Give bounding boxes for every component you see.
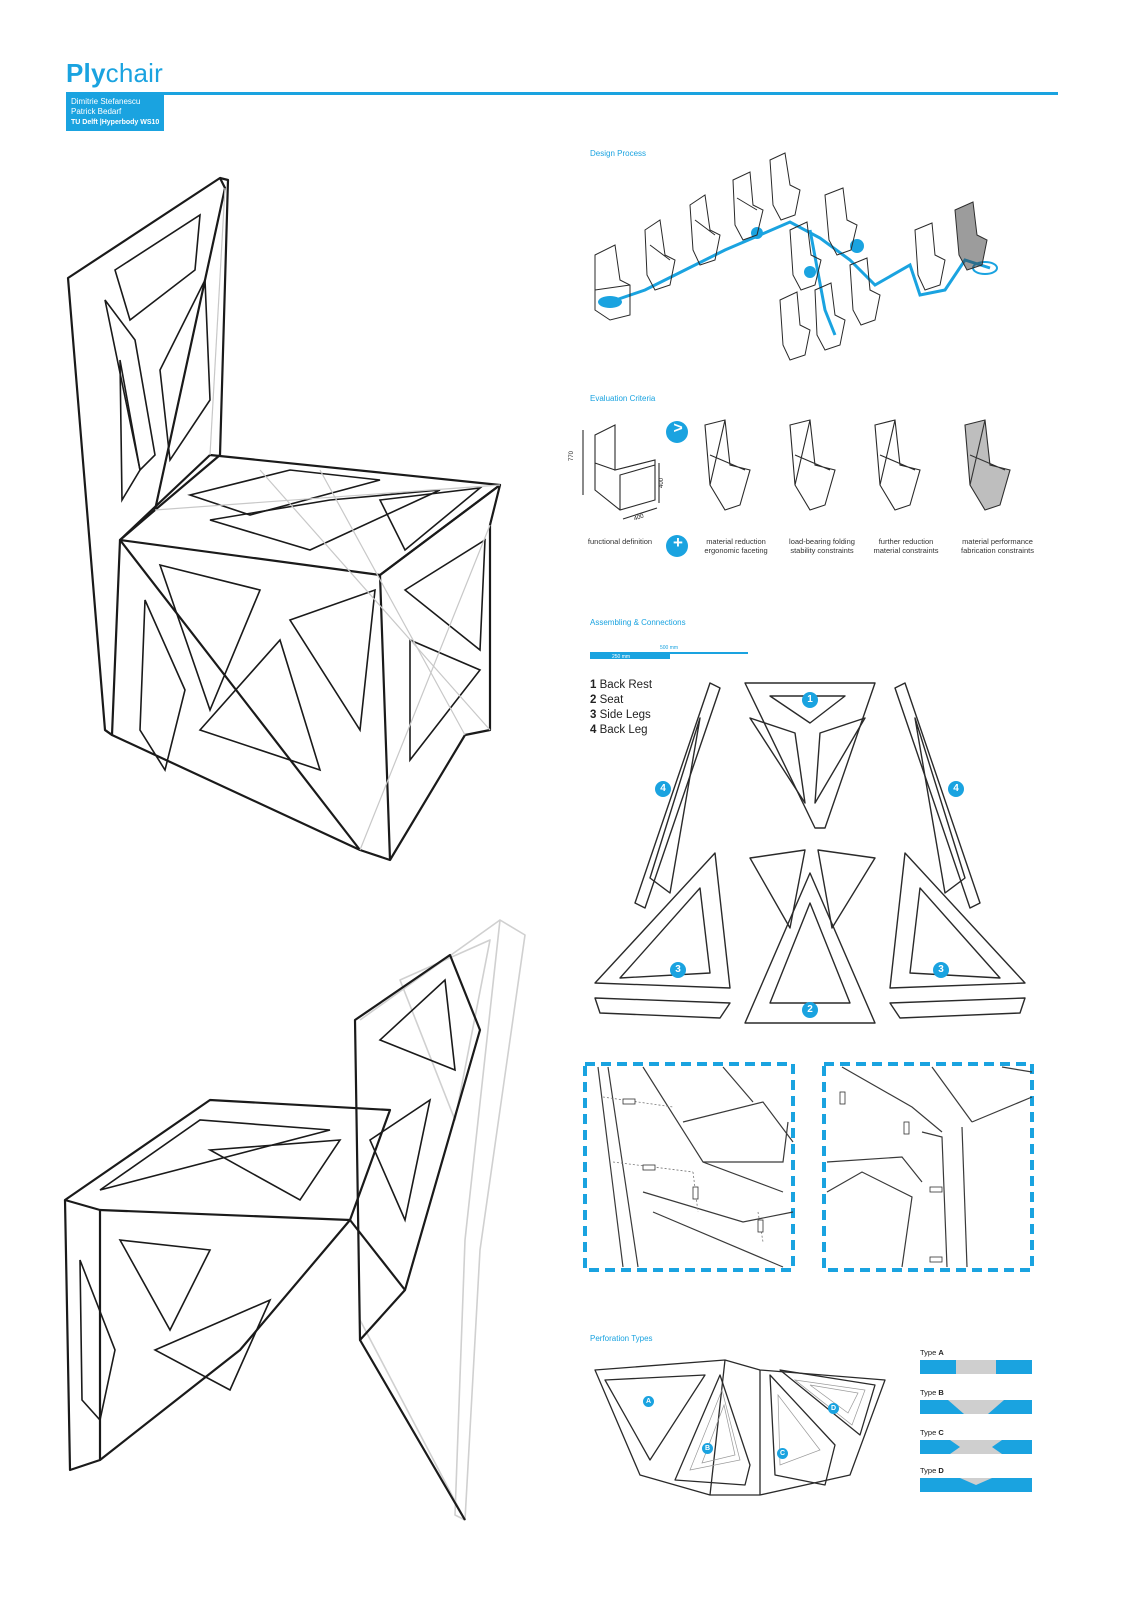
type-label-a: Type A: [920, 1348, 944, 1357]
legend-item: 3 Side Legs: [590, 709, 651, 721]
legend-item: 2 Seat: [590, 694, 624, 706]
page-title: Plychair: [66, 58, 163, 89]
type-c-swatch: [920, 1440, 1032, 1454]
caption-functional: functional definition: [587, 537, 653, 546]
type-label-d: Type D: [920, 1466, 944, 1475]
section-label-perforation: Perforation Types: [590, 1334, 653, 1343]
author-1: Dimitrie Stefanescu: [71, 97, 141, 106]
institution: TU Delft |Hyperbody WS10: [71, 119, 160, 126]
type-d: Type D: [920, 1466, 1032, 1492]
plus-icon: +: [673, 533, 683, 552]
parts-legend: 1 Back Rest 2 Seat 3 Side Legs 4 Back Le…: [590, 678, 652, 738]
zone-badge: A: [643, 1396, 654, 1407]
part-badge: 2: [802, 1002, 818, 1018]
part-badge: 4: [655, 781, 671, 797]
chair-illustration-front: [66, 176, 502, 862]
title-light: chair: [105, 58, 163, 88]
author-box: Dimitrie Stefanescu Patrick Bedarf TU De…: [66, 95, 164, 131]
title-bold: Ply: [66, 58, 106, 88]
type-c: Type C: [920, 1428, 1032, 1454]
design-process-diagram: [594, 152, 998, 361]
legend-item: 4 Back Leg: [590, 724, 648, 736]
type-b: Type B: [920, 1388, 1032, 1414]
exploded-parts-diagram: [594, 682, 1026, 1024]
legend-item: 1 Back Rest: [590, 679, 653, 691]
header-rule: [66, 92, 1058, 95]
type-a-swatch: [920, 1360, 1032, 1374]
scale-label-long: 500 mm: [660, 645, 679, 651]
part-badge: 1: [802, 692, 818, 708]
arrow-icon: >: [673, 420, 683, 437]
zone-badge: D: [828, 1403, 839, 1414]
scale-bar-long: [590, 652, 748, 654]
connection-detail-right: [822, 1062, 1034, 1272]
type-label-b: Type B: [920, 1388, 944, 1397]
dim-height: 770: [569, 450, 576, 462]
part-badge: 3: [933, 962, 949, 978]
section-label-evaluation: Evaluation Criteria: [590, 394, 656, 403]
evaluation-diagram: [582, 419, 1011, 557]
section-label-assembling: Assembling & Connections: [590, 618, 686, 627]
perforation-type-list: Type A: [920, 1348, 1032, 1374]
section-label-design-process: Design Process: [590, 149, 647, 158]
zone-badge: B: [702, 1443, 713, 1454]
scale-label-short: 250 mm: [612, 654, 631, 660]
part-badge: 3: [670, 962, 686, 978]
type-d-swatch: [920, 1478, 1032, 1492]
dim-seat-height: 400: [659, 477, 666, 489]
part-badge: 4: [948, 781, 964, 797]
author-2: Patrick Bedarf: [71, 107, 122, 116]
type-label-c: Type C: [920, 1428, 944, 1437]
type-b-swatch: [920, 1400, 1032, 1414]
scale-bar-short: [590, 654, 670, 659]
zone-badge: C: [777, 1448, 788, 1459]
connection-detail-left: [583, 1062, 795, 1272]
perforation-diagram: [594, 1359, 886, 1496]
chair-illustration-rear: [63, 919, 526, 1521]
